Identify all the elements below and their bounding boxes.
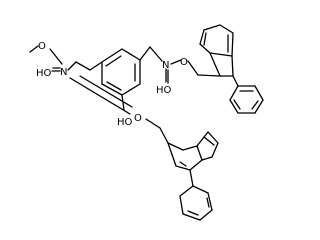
atom-label-o-carbamate-right: O [180, 57, 188, 68]
atom-labels: N O HO O HO N HO O [36, 41, 188, 128]
atom-label-o-carbamate-lower: O [134, 113, 142, 124]
atom-label-ho-lower: HO [117, 117, 133, 128]
bond-lines [29, 24, 264, 221]
atom-label-ho-left: HO [36, 68, 52, 79]
structure-diagram: N O HO O HO N HO O [29, 24, 264, 221]
atom-label-n-right: N [162, 60, 169, 71]
atom-label-o-methoxy: O [38, 41, 46, 52]
atom-label-n-left: N [60, 67, 67, 78]
atom-label-ho-right: HO [156, 85, 172, 96]
